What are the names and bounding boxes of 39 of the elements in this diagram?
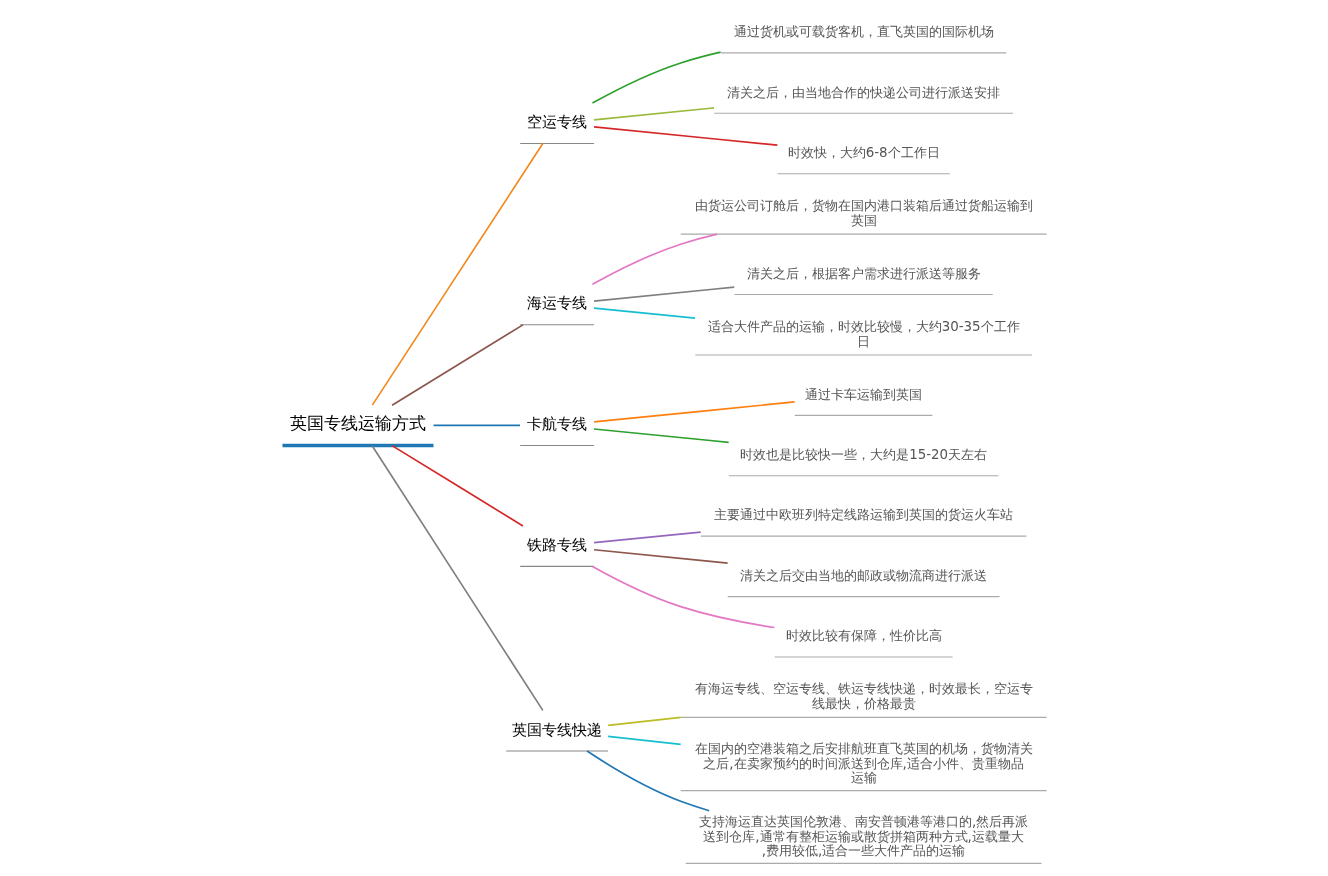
connector — [592, 126, 778, 146]
node-text: 英国专线快递 — [511, 721, 602, 738]
connector — [371, 445, 544, 712]
node-text: 在国内的空港装箱之后安排航班直飞英国的机场，货物清关之后,在卖家预约的时间派送到仓库,适合小件、贵重物品运输 — [694, 741, 1033, 786]
node-text: 清关之后，由当地合作的快递公司进行派送安排 — [726, 84, 1000, 100]
node-text: 由货运公司订舱后，货物在国内港口装箱后通过货船运输到英国 — [694, 198, 1033, 228]
node-text: 时效也是比较快一些，大约是15-20天左右 — [739, 447, 987, 463]
node-text: 时效比较有保障，性价比高 — [785, 628, 942, 644]
node-text: 适合大件产品的运输，时效比较慢，大约30-35个工作日 — [707, 319, 1020, 349]
connector — [591, 565, 775, 629]
node-text: 通过卡车运输到英国 — [804, 386, 922, 402]
connector — [592, 401, 795, 423]
node-text: 时效快，大约6-8个工作日 — [787, 145, 940, 161]
connector — [606, 735, 682, 746]
node-text: 空运专线 — [526, 114, 587, 131]
connector — [390, 324, 524, 407]
node-text: 主要通过中欧班列特定线路运输到英国的货运火车站 — [713, 507, 1013, 523]
connector — [592, 531, 701, 544]
connector — [432, 424, 521, 427]
node-text: 铁路专线 — [526, 537, 587, 554]
node-text: 清关之后，根据客户需求进行派送等服务 — [746, 265, 981, 281]
connector — [591, 233, 718, 286]
connector — [591, 51, 721, 104]
connector — [585, 750, 710, 812]
node-text: 英国专线运输方式 — [289, 414, 426, 434]
node-text: 卡航专线 — [526, 416, 587, 433]
connector — [606, 716, 682, 727]
connector — [592, 548, 728, 564]
connector — [592, 307, 696, 319]
connector — [592, 286, 735, 302]
node-text: 清关之后交由当地的邮政或物流商进行派送 — [739, 567, 987, 583]
node-text: 海运专线 — [526, 295, 587, 312]
node-text: 通过货机或可载货客机，直飞英国的国际机场 — [733, 24, 994, 40]
node-text: 有海运专线、空运专线、铁运专线快递，时效最长，空运专线最快，价格最贵 — [694, 681, 1033, 711]
connector — [390, 444, 524, 527]
connector — [592, 428, 729, 444]
connector — [592, 107, 715, 121]
connector — [371, 142, 544, 406]
node-text: 支持海运直达英国伦敦港、南安普顿港等港口的,然后再派送到仓库,通常有整柜运输或散货拼箱两种方式,运载量大,费用较低,适合一些大件产品的运输 — [698, 814, 1028, 859]
